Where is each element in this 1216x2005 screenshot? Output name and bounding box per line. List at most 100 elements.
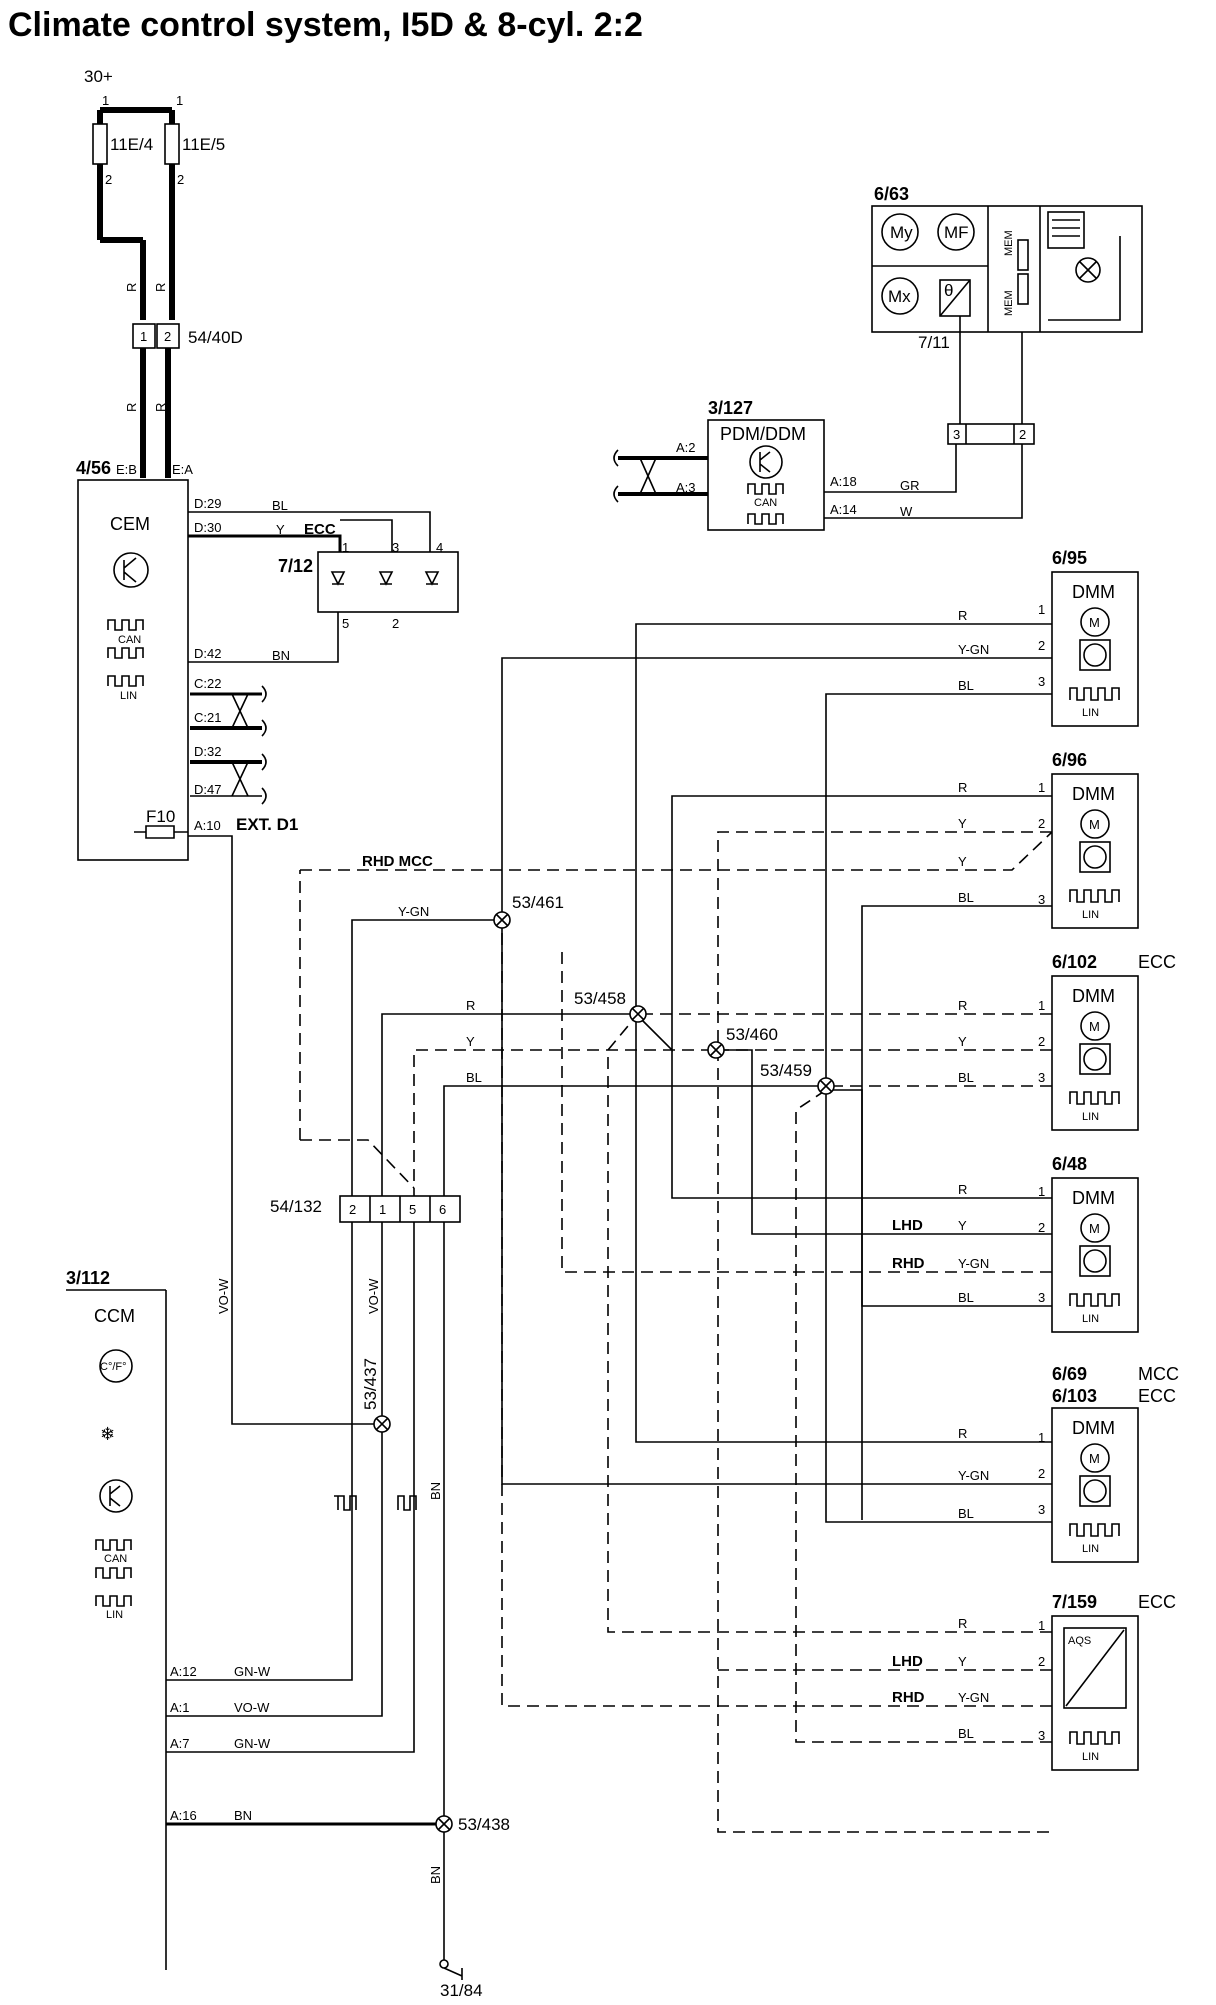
svg-text:3: 3 bbox=[1038, 1728, 1045, 1743]
transistor-icon bbox=[113, 552, 149, 588]
svg-text:CAN: CAN bbox=[118, 634, 141, 646]
splice-53-459: 53/459 bbox=[760, 1061, 835, 1095]
svg-text:3/112: 3/112 bbox=[66, 1268, 110, 1288]
svg-text:1: 1 bbox=[1038, 1430, 1045, 1445]
svg-text:R: R bbox=[466, 998, 475, 1013]
svg-text:4: 4 bbox=[436, 540, 443, 555]
svg-text:R: R bbox=[124, 283, 139, 292]
svg-text:2: 2 bbox=[1019, 427, 1026, 442]
svg-text:AQS: AQS bbox=[1068, 1635, 1091, 1647]
svg-text:BN: BN bbox=[272, 648, 290, 663]
fuse-11E-5: 11E/5 2 bbox=[164, 110, 225, 320]
svg-text:3/127: 3/127 bbox=[708, 398, 753, 418]
svg-text:1: 1 bbox=[102, 93, 109, 108]
svg-text:MEM: MEM bbox=[1003, 290, 1015, 316]
svg-text:BN: BN bbox=[428, 1866, 443, 1884]
ccm-module: 3/112 CCM C°/F° ❄ CAN LIN A:12 A:1 A:7 A… bbox=[66, 1268, 197, 1970]
svg-text:6/103: 6/103 bbox=[1052, 1386, 1097, 1406]
svg-text:E:A: E:A bbox=[172, 462, 193, 477]
svg-text:Y: Y bbox=[276, 522, 285, 537]
svg-text:1: 1 bbox=[342, 540, 349, 555]
svg-text:BN: BN bbox=[234, 1808, 252, 1823]
svg-text:2: 2 bbox=[1038, 1034, 1045, 1049]
svg-text:53/438: 53/438 bbox=[458, 1815, 510, 1834]
svg-text:BN: BN bbox=[428, 1482, 443, 1500]
svg-text:Y-GN: Y-GN bbox=[958, 1690, 989, 1705]
motor-icon bbox=[881, 213, 919, 251]
svg-text:GN-W: GN-W bbox=[234, 1664, 271, 1679]
svg-text:DMM: DMM bbox=[1072, 986, 1115, 1006]
svg-text:A:7: A:7 bbox=[170, 1736, 190, 1751]
svg-text:CAN: CAN bbox=[104, 1553, 127, 1565]
svg-text:C:22: C:22 bbox=[194, 676, 221, 691]
svg-text:R: R bbox=[958, 1426, 967, 1441]
svg-text:VO-W: VO-W bbox=[216, 1278, 231, 1314]
module-6-63: 6/63 My MF Mx θ 7/11 MEM MEM bbox=[871, 184, 1143, 352]
svg-text:11E/5: 11E/5 bbox=[182, 135, 225, 154]
svg-text:6/48: 6/48 bbox=[1052, 1154, 1087, 1174]
motor-icon bbox=[881, 277, 919, 315]
pdm-ddm-module: 3/127 PDM/DDM CAN A:2 A:3 A:18 A:14 bbox=[676, 398, 857, 531]
svg-text:MF: MF bbox=[944, 223, 969, 242]
svg-text:θ: θ bbox=[944, 281, 953, 300]
svg-text:VO-W: VO-W bbox=[366, 1278, 381, 1314]
splice-53-458: 53/458 bbox=[574, 989, 647, 1023]
svg-text:Y-GN: Y-GN bbox=[398, 904, 429, 919]
svg-text:Y: Y bbox=[958, 854, 967, 869]
svg-text:M: M bbox=[1089, 1451, 1100, 1466]
pdm-twisted-pair bbox=[613, 449, 708, 503]
svg-text:LHD: LHD bbox=[892, 1653, 923, 1670]
svg-text:A:1: A:1 bbox=[170, 1700, 190, 1715]
svg-text:1: 1 bbox=[1038, 602, 1045, 617]
svg-text:C:21: C:21 bbox=[194, 710, 221, 725]
svg-text:M: M bbox=[1089, 1221, 1100, 1236]
can-signal-icon bbox=[107, 619, 144, 631]
svg-text:LIN: LIN bbox=[120, 690, 137, 702]
cem-name: CEM bbox=[110, 514, 150, 534]
svg-text:LIN: LIN bbox=[1082, 1313, 1099, 1325]
svg-text:6/102: 6/102 bbox=[1052, 952, 1097, 972]
svg-text:3: 3 bbox=[1038, 1070, 1045, 1085]
svg-text:BL: BL bbox=[958, 678, 974, 693]
svg-text:3: 3 bbox=[953, 427, 960, 442]
svg-text:LIN: LIN bbox=[1082, 1543, 1099, 1555]
svg-text:RHD MCC: RHD MCC bbox=[362, 853, 433, 870]
svg-text:D:29: D:29 bbox=[194, 496, 221, 511]
svg-text:6/95: 6/95 bbox=[1052, 548, 1087, 568]
svg-text:6/96: 6/96 bbox=[1052, 750, 1087, 770]
svg-text:5: 5 bbox=[342, 616, 349, 631]
svg-text:6: 6 bbox=[439, 1202, 446, 1217]
svg-text:2: 2 bbox=[1038, 1654, 1045, 1669]
svg-text:2: 2 bbox=[1038, 1466, 1045, 1481]
svg-text:D:42: D:42 bbox=[194, 646, 221, 661]
svg-text:Y: Y bbox=[958, 1218, 967, 1233]
svg-text:1: 1 bbox=[379, 1202, 386, 1217]
svg-text:R: R bbox=[958, 998, 967, 1013]
svg-text:Mx: Mx bbox=[888, 287, 911, 306]
svg-text:DMM: DMM bbox=[1072, 1188, 1115, 1208]
svg-text:2: 2 bbox=[1038, 638, 1045, 653]
lamp-icon bbox=[1075, 257, 1101, 283]
svg-text:PDM/DDM: PDM/DDM bbox=[720, 424, 806, 444]
svg-text:1: 1 bbox=[140, 329, 147, 344]
motor-icon bbox=[937, 213, 975, 251]
svg-text:D:32: D:32 bbox=[194, 744, 221, 759]
ground-31-84: 31/84 bbox=[439, 1959, 483, 2000]
splice-53-438: 53/438 bbox=[435, 1815, 510, 1834]
svg-text:2: 2 bbox=[164, 329, 171, 344]
dmm-6-102: 6/102 ECC DMM M LIN 1 2 3 bbox=[1038, 952, 1176, 1131]
svg-text:W: W bbox=[900, 504, 913, 519]
svg-text:R: R bbox=[153, 283, 168, 292]
svg-text:R: R bbox=[958, 1182, 967, 1197]
connector-54-132: 54/132 2 1 5 6 bbox=[270, 1195, 461, 1223]
svg-text:31/84: 31/84 bbox=[440, 1981, 483, 2000]
svg-text:D:47: D:47 bbox=[194, 782, 221, 797]
heater-icon bbox=[1047, 211, 1085, 249]
svg-text:A:3: A:3 bbox=[676, 480, 696, 495]
ac-snowflake-icon: ❄ bbox=[100, 1424, 115, 1444]
fuse-icon bbox=[164, 123, 180, 165]
svg-text:VO-W: VO-W bbox=[234, 1700, 270, 1715]
fuse-11E-4: 11E/4 2 bbox=[92, 110, 153, 320]
svg-text:MCC: MCC bbox=[1138, 1364, 1179, 1384]
